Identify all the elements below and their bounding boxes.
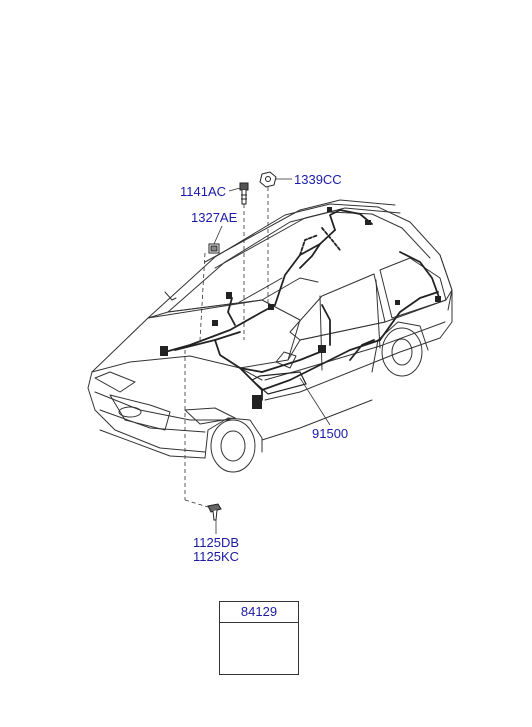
wiring-harness — [164, 209, 441, 401]
floor-harness-bracket — [250, 371, 307, 395]
part-label-1327ae[interactable]: 1327AE — [191, 210, 238, 225]
part-legend-box: 84129 — [219, 601, 299, 675]
part-label-1339cc[interactable]: 1339CC — [294, 172, 342, 187]
part-label-1125db[interactable]: 1125DB — [193, 535, 240, 550]
part-label-1141ac[interactable]: 1141AC — [180, 184, 227, 199]
harness-connectors — [160, 207, 441, 409]
part-label-1125kc[interactable]: 1125KC — [193, 549, 240, 564]
screw-1125-icon — [207, 503, 222, 521]
bolt-1141ac-icon — [239, 182, 249, 205]
clip-1327ae-icon — [208, 243, 220, 254]
leader-lines — [184, 178, 331, 534]
vehicle-outline — [87, 199, 453, 473]
part-label-84129[interactable]: 84129 — [220, 602, 298, 623]
part-label-91500[interactable]: 91500 — [312, 426, 349, 441]
nut-1339cc-icon — [259, 171, 277, 188]
